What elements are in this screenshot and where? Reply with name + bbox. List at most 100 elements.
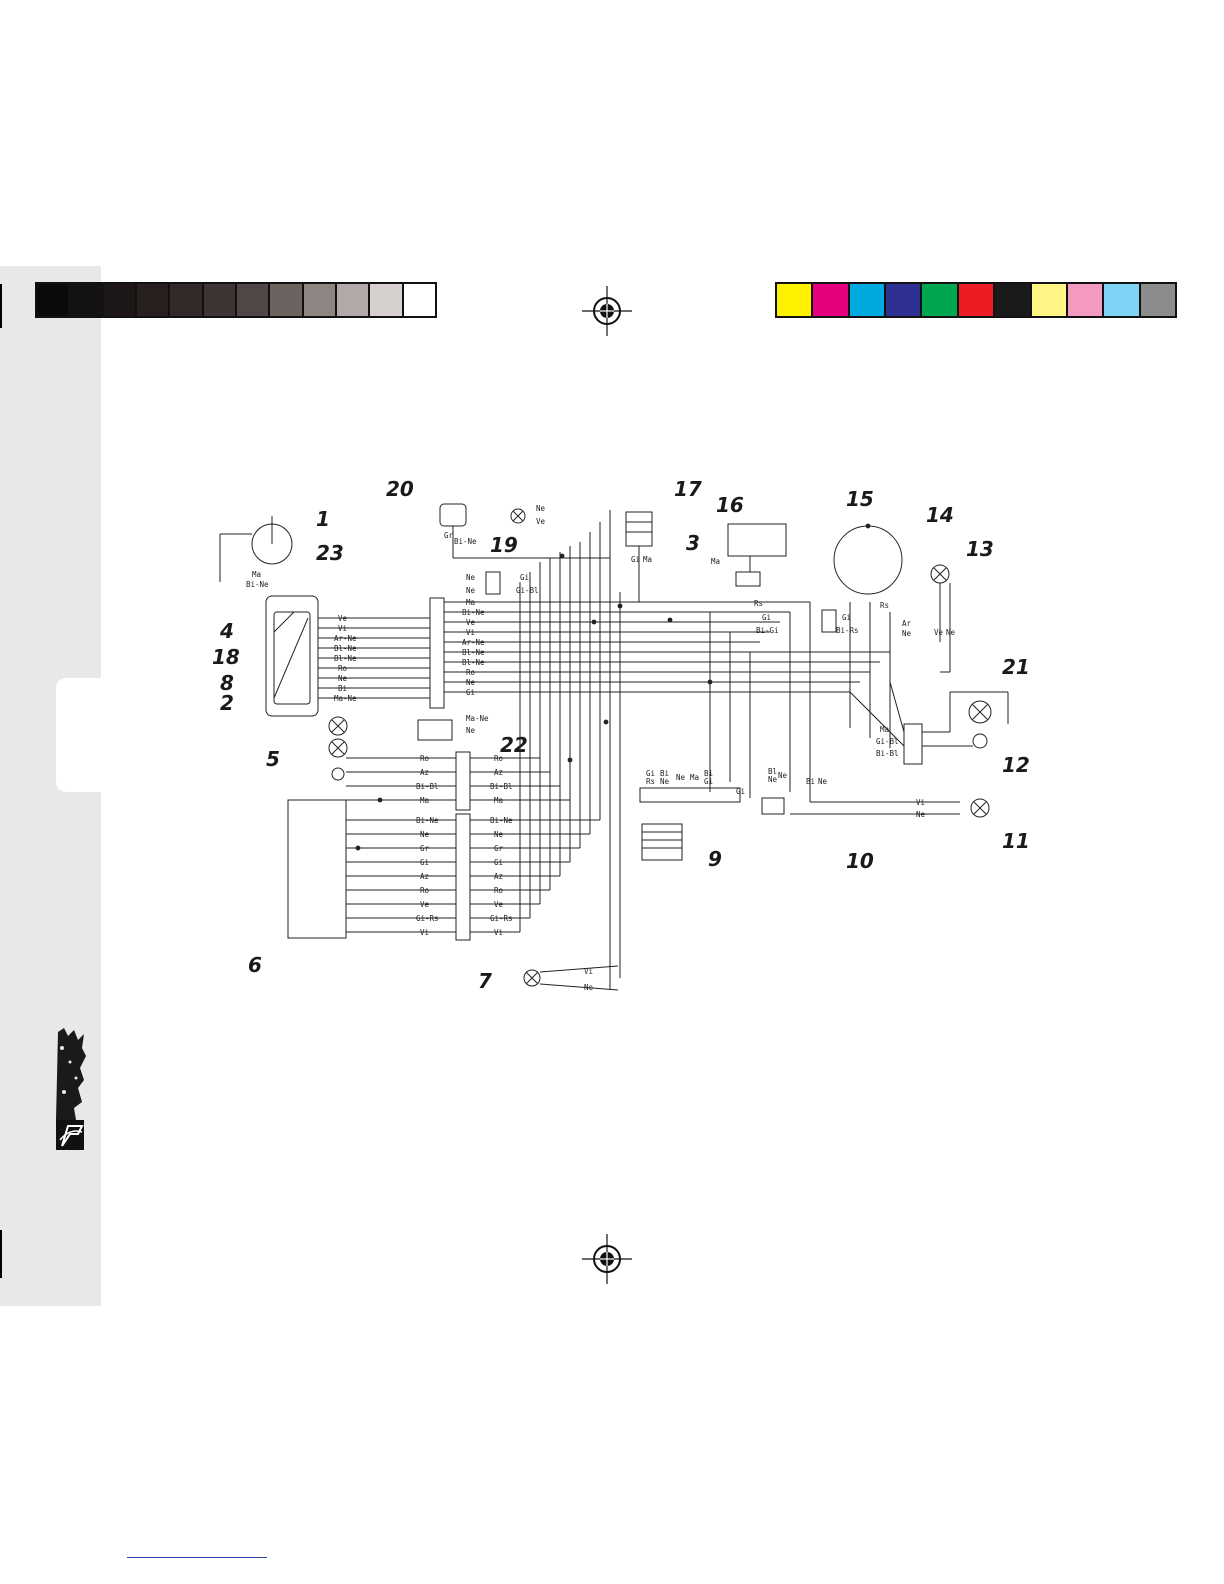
gray-swatch (270, 284, 304, 316)
wire-label: Bl-Ne (334, 644, 357, 653)
wire-label: Bi-Bl (416, 782, 439, 791)
wire-label: Az (494, 872, 503, 881)
registration-mark-icon (582, 286, 632, 336)
wire-label: Bi (704, 769, 713, 778)
wire-label: Rs (646, 777, 655, 786)
wire-label: Az (494, 768, 503, 777)
color-swatch (1031, 284, 1068, 316)
wire-label: Ne (466, 678, 476, 687)
wire-label: Ar-Ne (334, 634, 357, 643)
footer-rule (127, 1557, 267, 1558)
wire-label: Bi (660, 769, 669, 778)
wire-label: Gi (704, 777, 713, 786)
wire-label: Ne (584, 983, 594, 992)
gray-swatch (170, 284, 204, 316)
wire-label: Ro (494, 886, 504, 895)
wiring-diagram: 1 2 3 4 5 6 7 8 9 10 11 12 13 14 15 16 1… (212, 477, 1030, 993)
wire-label: Bi-Ne (416, 816, 439, 825)
wire-label: Vi (584, 967, 593, 976)
wire-label: Ne (466, 573, 476, 582)
wire-label: Ma (643, 555, 652, 564)
wire-label: Gi-Rs (416, 914, 439, 923)
callout-8: 8 (220, 671, 234, 695)
color-swatch (922, 284, 959, 316)
wire-label: Bi-Bl (490, 782, 513, 791)
wire-label: Gi (466, 688, 475, 697)
wire-label: Bl-Ne (462, 658, 485, 667)
callout-21: 21 (1002, 655, 1030, 679)
gray-swatch (336, 284, 371, 316)
wire-label: Gr (494, 844, 504, 853)
wire-label: Ne (946, 628, 956, 637)
callout-22: 22 (500, 733, 528, 757)
wire-label: Ne (338, 674, 348, 683)
wire-label: Ve (494, 900, 504, 909)
wire-label: Bi (338, 684, 347, 693)
wire-label: Gi (520, 573, 529, 582)
wire-label: Gr (420, 844, 430, 853)
wire-label: Ne (494, 830, 504, 839)
color-swatch (777, 284, 814, 316)
wire-label: Ar (902, 619, 912, 628)
callout-9: 9 (708, 847, 722, 871)
gray-swatch (70, 284, 104, 316)
wire-label: Ve (466, 618, 476, 627)
handlebar-switch (287, 799, 347, 939)
wire-label: Bl-Ne (462, 648, 485, 657)
callout-16: 16 (716, 493, 744, 517)
wire-label: Ne (916, 810, 926, 819)
wire-label: Ve (338, 614, 348, 623)
wire-label: Ne (660, 777, 670, 786)
tail-lamp (970, 798, 990, 818)
gray-swatch (303, 284, 337, 316)
wire-label: Bi-Ne (454, 537, 477, 546)
wire-label: Ro (420, 886, 430, 895)
wire-label: Gi-Bl (516, 586, 539, 595)
wire-label: Bl (768, 767, 777, 776)
wire-label: Gi (494, 858, 503, 867)
color-swatch (849, 284, 887, 316)
wire-label: Ma-Ne (334, 694, 357, 703)
color-swatch (1140, 284, 1175, 316)
color-swatch (813, 284, 850, 316)
wire-label: Bi-Gi (756, 626, 779, 635)
gray-swatch (136, 284, 171, 316)
callout-10: 10 (846, 849, 874, 873)
horn (439, 503, 467, 527)
side-strip (0, 266, 101, 1306)
callout-17: 17 (674, 477, 702, 501)
callout-12: 12 (1002, 753, 1030, 777)
callout-18: 18 (212, 645, 240, 669)
wire-label: Ma (466, 598, 475, 607)
side-tab (56, 678, 101, 792)
gray-swatch (103, 284, 137, 316)
wire-label: Ne (768, 775, 778, 784)
wire-label: Ro (494, 754, 504, 763)
wire-label: Bl-Ne (334, 654, 357, 663)
wire-label: Ro (420, 754, 430, 763)
callout-2: 2 (220, 691, 234, 715)
wire-label: Ne (466, 586, 476, 595)
callout-1: 1 (316, 507, 330, 531)
wire-label: Ro (466, 668, 476, 677)
wire-label: Gi (842, 613, 851, 622)
stator (833, 525, 903, 595)
wire-label: Ro (338, 664, 348, 673)
wire-label: Ma-Ne (466, 714, 489, 723)
wire-label: Ne (818, 777, 828, 786)
wire-label: Gi-Rs (490, 914, 513, 923)
wire-label: Vi (420, 928, 429, 937)
wire-label: Ve (420, 900, 430, 909)
wire-label: Gi-Bl (876, 737, 899, 746)
color-swatch (995, 284, 1032, 316)
gray-swatch (236, 284, 271, 316)
wire-label: Bi-Rs (836, 626, 859, 635)
wire-label: Ma (420, 796, 429, 805)
wire-label: Gr (444, 531, 454, 540)
callouts: 1 2 3 4 5 6 7 8 9 10 11 12 13 14 15 16 1… (212, 477, 1030, 993)
wire-label: Az (420, 768, 429, 777)
wire-labels: Ma Bi-Ne Ve Vi Ar-Ne Bl-Ne Bl-Ne Ro Ne B… (246, 504, 956, 992)
crop-mark (0, 1230, 2, 1278)
color-swatch (958, 284, 996, 316)
wire-label: Ma (711, 557, 720, 566)
